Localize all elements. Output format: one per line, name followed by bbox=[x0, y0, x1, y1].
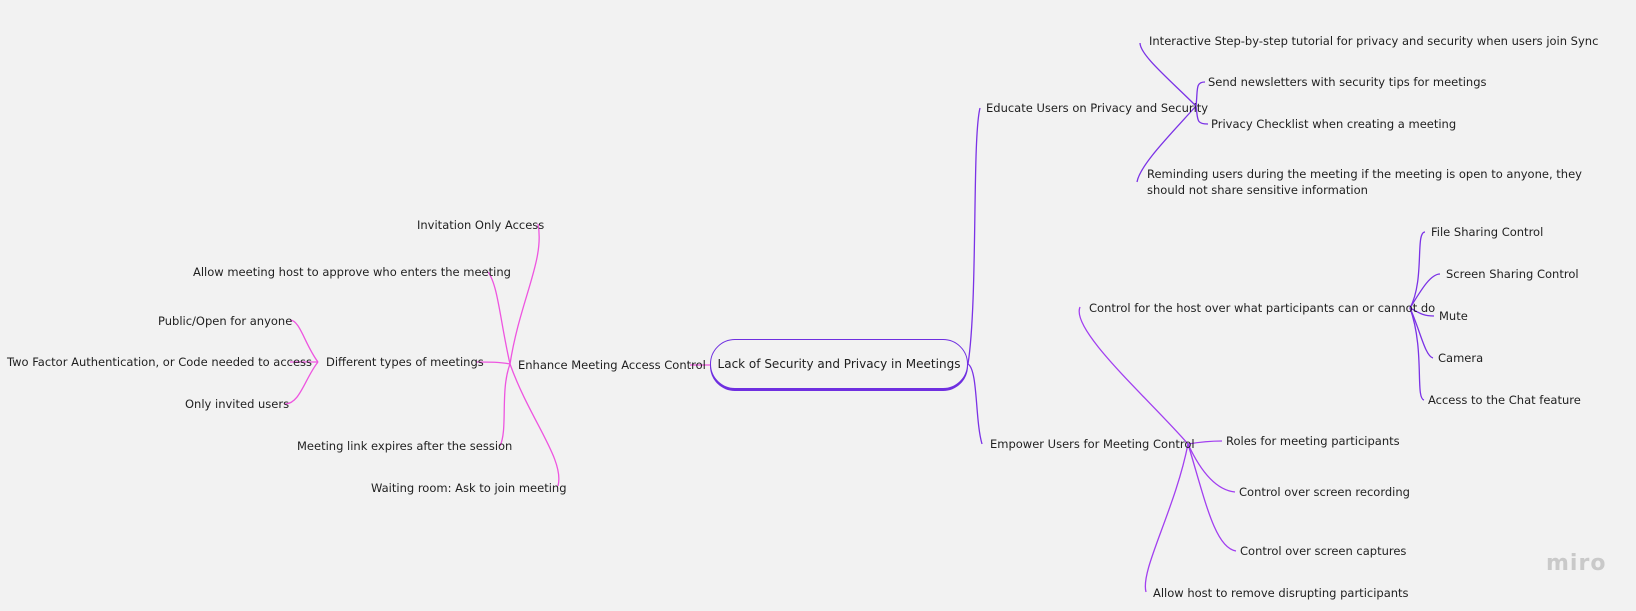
node-recording[interactable]: Control over screen recording bbox=[1239, 485, 1410, 499]
node-reminding[interactable]: Reminding users during the meeting if th… bbox=[1147, 167, 1582, 197]
root-label: Lack of Security and Privacy in Meetings bbox=[717, 357, 961, 371]
node-roles[interactable]: Roles for meeting participants bbox=[1226, 434, 1400, 448]
connector-reminding bbox=[1136, 105, 1197, 183]
connector-remove bbox=[1144, 443, 1189, 593]
connector-types bbox=[475, 361, 511, 365]
node-mute[interactable]: Mute bbox=[1439, 309, 1468, 323]
node-public[interactable]: Public/Open for anyone bbox=[158, 314, 293, 328]
miro-logo: miro bbox=[1546, 551, 1607, 576]
connector-newsletters bbox=[1195, 81, 1206, 107]
node-camera[interactable]: Camera bbox=[1438, 351, 1484, 365]
connector-chat bbox=[1409, 307, 1425, 401]
node-enhance-access[interactable]: Enhance Meeting Access Control bbox=[518, 358, 706, 372]
node-waiting-room[interactable]: Waiting room: Ask to join meeting bbox=[371, 481, 567, 495]
node-screen-sharing[interactable]: Screen Sharing Control bbox=[1446, 267, 1579, 281]
connector-root-empower bbox=[967, 363, 983, 445]
node-newsletters[interactable]: Send newsletters with security tips for … bbox=[1208, 75, 1487, 89]
node-captures[interactable]: Control over screen captures bbox=[1240, 544, 1407, 558]
connector-host-control bbox=[1078, 306, 1189, 445]
connector-captures bbox=[1187, 443, 1237, 552]
node-chat[interactable]: Access to the Chat feature bbox=[1428, 393, 1581, 407]
connector-host-approve bbox=[487, 271, 511, 365]
connector-mute bbox=[1409, 307, 1435, 317]
connector-link-expires bbox=[499, 363, 511, 447]
node-empower[interactable]: Empower Users for Meeting Control bbox=[990, 437, 1195, 451]
connector-tutorial bbox=[1139, 42, 1197, 107]
connector-invitation-only bbox=[509, 223, 540, 365]
node-file-sharing[interactable]: File Sharing Control bbox=[1431, 225, 1544, 239]
connector-file-sharing bbox=[1409, 231, 1426, 309]
node-educate[interactable]: Educate Users on Privacy and Security bbox=[986, 101, 1209, 115]
node-remove[interactable]: Allow host to remove disrupting particip… bbox=[1153, 586, 1409, 600]
connector-recording bbox=[1187, 443, 1236, 493]
connector-invited bbox=[284, 361, 319, 405]
connector-root-educate bbox=[967, 107, 981, 365]
node-host-approve[interactable]: Allow meeting host to approve who enters… bbox=[193, 265, 511, 279]
node-types[interactable]: Different types of meetings bbox=[326, 355, 484, 369]
connector-public bbox=[289, 319, 319, 363]
node-invited[interactable]: Only invited users bbox=[185, 397, 290, 411]
connector-screen-sharing bbox=[1409, 273, 1441, 309]
connector-roles bbox=[1187, 440, 1223, 445]
node-invitation-only[interactable]: Invitation Only Access bbox=[417, 218, 545, 232]
node-tutorial[interactable]: Interactive Step-by-step tutorial for pr… bbox=[1149, 34, 1599, 48]
connector-waiting-room bbox=[509, 363, 560, 487]
connector-checklist bbox=[1195, 105, 1209, 125]
node-host-control[interactable]: Control for the host over what participa… bbox=[1089, 301, 1436, 315]
node-two-factor[interactable]: Two Factor Authentication, or Code neede… bbox=[7, 355, 313, 369]
node-checklist[interactable]: Privacy Checklist when creating a meetin… bbox=[1211, 117, 1457, 131]
root-node[interactable]: Lack of Security and Privacy in Meetings bbox=[710, 339, 968, 389]
node-link-expires[interactable]: Meeting link expires after the session bbox=[297, 439, 513, 453]
